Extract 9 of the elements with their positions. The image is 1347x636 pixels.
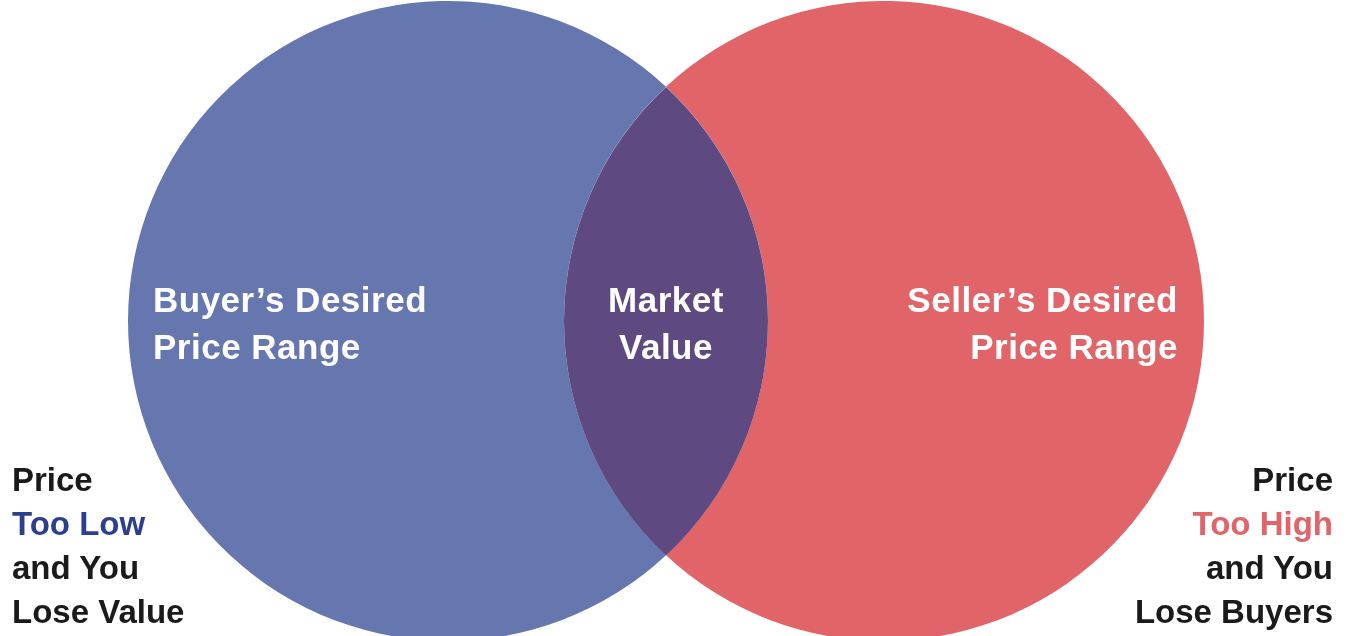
circle-label: Seller’s Desired Price Range [906, 279, 1178, 368]
note-text: and You Lose Buyers [1133, 548, 1333, 632]
note-text: Price [12, 460, 94, 500]
note-text: Too Low [12, 504, 147, 544]
overlap-label: Market Value [607, 279, 725, 368]
note-text: Too High [1191, 504, 1333, 544]
circle-label: Buyer’s Desired Price Range [153, 279, 429, 368]
note-text: and You Lose Value [12, 548, 186, 632]
note-text: Price [1251, 460, 1333, 500]
